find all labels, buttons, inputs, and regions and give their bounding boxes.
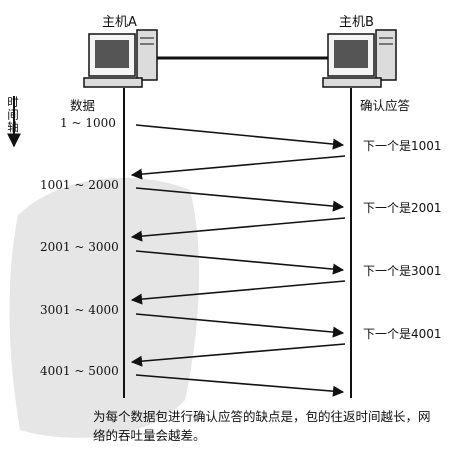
- data-arrow-1: [135, 124, 345, 150]
- ack-label-4: 下一个是4001: [363, 327, 442, 341]
- segment-label-2: 1001 ~ 2000: [40, 178, 119, 192]
- data-arrow-4: [135, 313, 345, 338]
- ack-arrow-1: [130, 155, 346, 180]
- ack-label-3: 下一个是3001: [363, 264, 442, 278]
- data-arrow-2: [135, 187, 345, 212]
- ack-arrow-3: [130, 280, 346, 305]
- host-b-computer-icon: [322, 29, 397, 88]
- seal-watermark: [9, 177, 200, 438]
- ack-label-1: 下一个是1001: [363, 139, 442, 153]
- ack-label-2: 下一个是2001: [363, 201, 442, 215]
- data-arrow-3: [135, 250, 345, 275]
- segment-label-1: 1 ~ 1000: [60, 116, 116, 130]
- ack-column-label: 确认应答: [360, 98, 411, 113]
- data-arrow-5: [135, 374, 345, 397]
- segment-label-5: 4001 ~ 5000: [40, 364, 119, 378]
- host-a-computer-icon: [83, 29, 158, 88]
- ack-arrow-2: [130, 217, 346, 242]
- segment-label-3: 2001 ~ 3000: [40, 240, 119, 254]
- segment-label-4: 3001 ~ 4000: [40, 303, 119, 317]
- time-axis-label: 时间轴: [6, 96, 20, 134]
- caption: 为每个数据包进行确认应答的缺点是，包的往返时间越长，网络的吞吐量会越差。: [93, 409, 431, 443]
- ack-arrow-4: [130, 343, 346, 367]
- data-column-label: 数据: [70, 98, 96, 113]
- host-a-label: 主机A: [102, 15, 137, 30]
- host-b-label: 主机B: [339, 15, 374, 30]
